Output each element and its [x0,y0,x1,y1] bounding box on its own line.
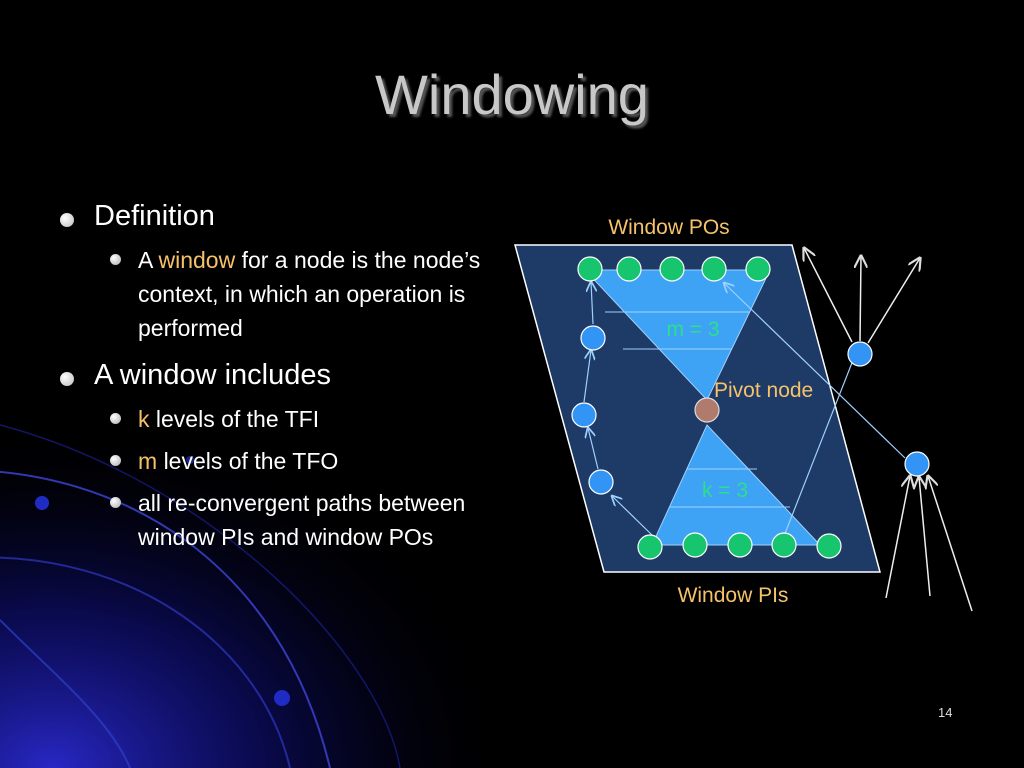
input-arrow [919,477,931,597]
window-po-node [659,256,685,282]
output-arrow [804,248,853,343]
highlight-window: window [158,247,236,273]
external-output-node [847,341,873,367]
sub-bullet-prefix: A [138,247,153,273]
internal-node [580,325,606,351]
sub-bullet-k-levels: k levels of the TFI [58,402,498,436]
window-pis-label: Window PIs [678,584,789,607]
window-pi-node [682,532,708,558]
k-levels-label: k = 3 [702,479,748,502]
internal-node [571,402,597,428]
window-po-node [701,256,727,282]
m-levels-label: m = 3 [666,318,719,341]
highlight-k: k [138,406,150,432]
window-diagram: Window POs Window PIs m = 3 k = 3 Pivot … [514,216,973,612]
window-po-node [745,256,771,282]
highlight-m: m [138,448,158,474]
path-edge [783,350,857,537]
bullet-definition: Definition [58,200,498,233]
path-edge [612,496,653,536]
internal-node [588,469,614,495]
window-pi-node [637,534,663,560]
bullet-window-includes: A window includes [58,359,498,392]
external-input-node [904,451,930,477]
sub-bullet-text: levels of the TFI [155,406,320,432]
sub-bullet-text: for a node is the node’s context, in whi… [138,247,481,341]
pivot-node [694,397,720,423]
window-pi-node [771,532,797,558]
sub-bullet-m-levels: m levels of the TFO [58,444,498,478]
slide-title: Windowing [375,63,649,126]
path-edge [724,283,906,459]
input-arrow [885,476,910,599]
sub-bullet-reconvergent-paths: all re-convergent paths between window P… [58,486,498,554]
path-edge [583,350,591,403]
bullet-list: Definition A window for a node is the no… [58,200,498,562]
output-arrow [867,258,920,344]
window-po-node [616,256,642,282]
pivot-node-label: Pivot node [714,379,813,402]
slide-number: 14 [938,705,953,720]
window-pos-label: Window POs [608,216,729,239]
path-edge [591,282,593,325]
input-arrow [928,476,973,612]
path-edge [588,428,599,470]
window-pi-node [727,532,753,558]
output-arrow [860,256,861,342]
sub-bullet-text: levels of the TFO [163,448,339,474]
sub-bullet-window-definition: A window for a node is the node’s contex… [58,243,498,345]
window-po-node [577,256,603,282]
window-pi-node [816,533,842,559]
